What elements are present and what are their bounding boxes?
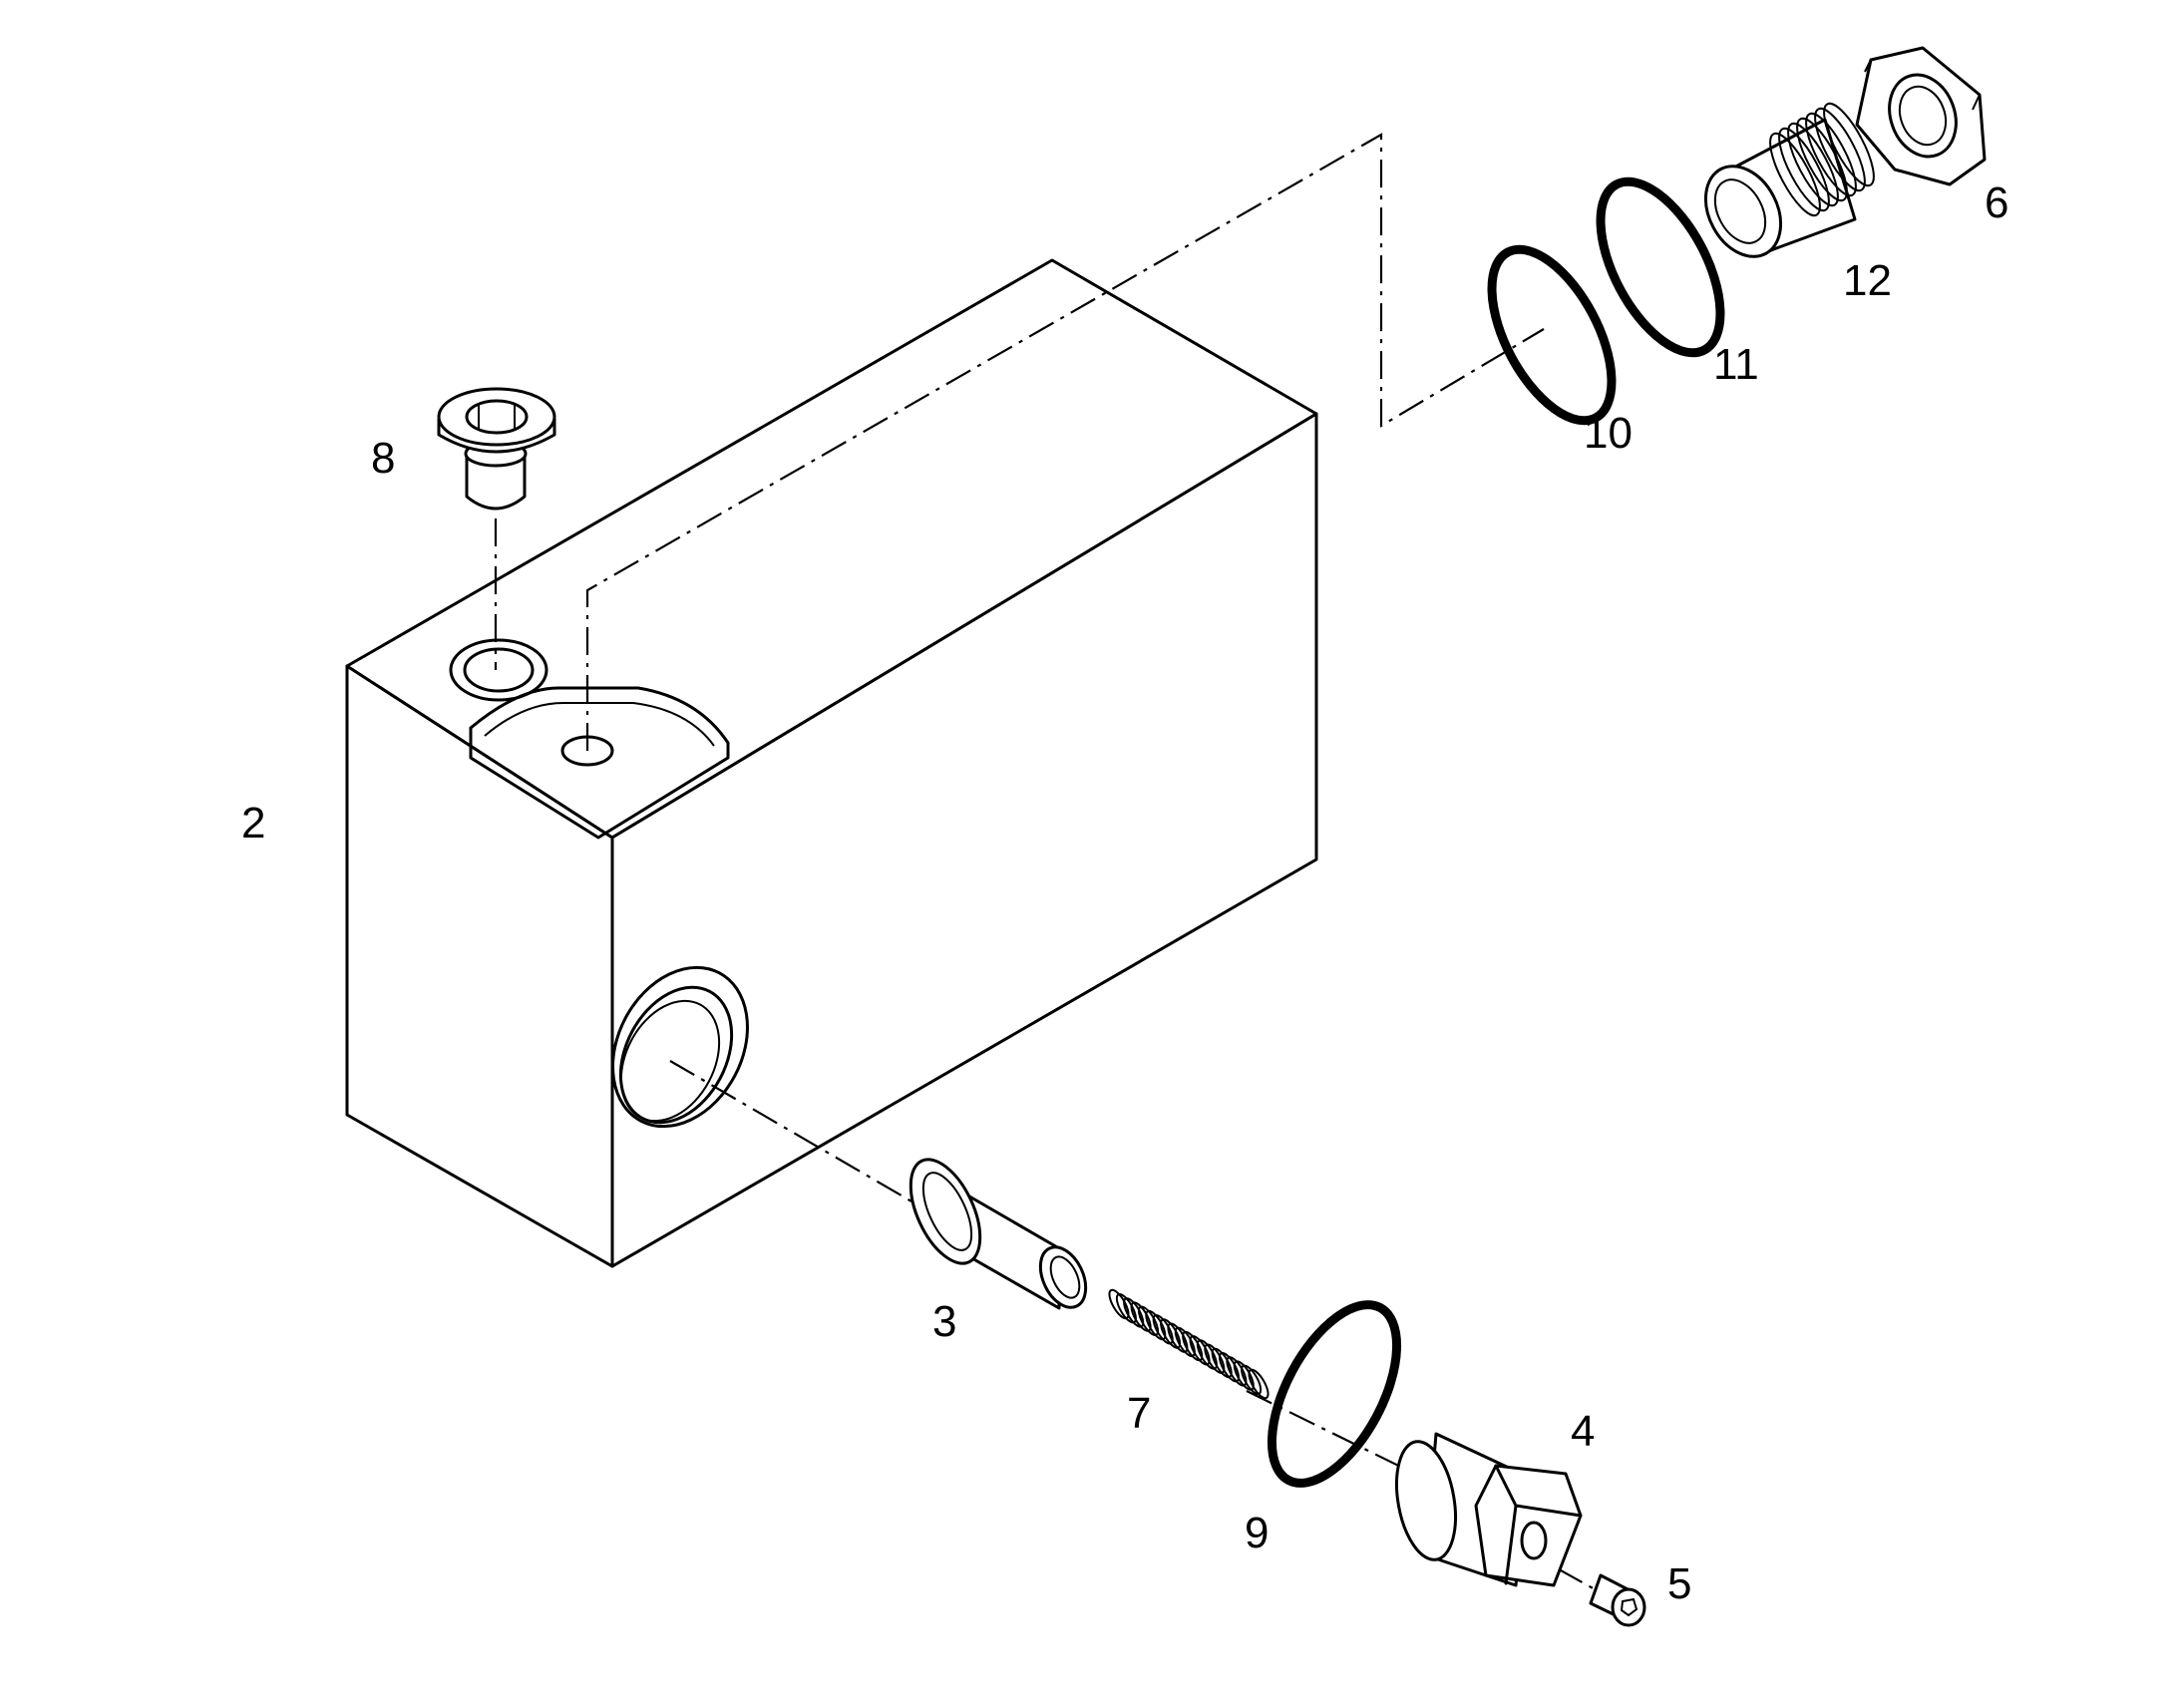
label-part-8: 8: [371, 434, 395, 483]
label-part-9: 9: [1245, 1509, 1269, 1557]
label-part-5: 5: [1667, 1559, 1691, 1608]
part-12-fitting: [1703, 102, 1875, 258]
thread-ridge: [1823, 102, 1875, 187]
label-part-2: 2: [241, 799, 265, 848]
part-10-o-ring: [1487, 244, 1617, 426]
part-labels: 2 3 4 5 6 7 8 9 10 11 12: [241, 178, 2008, 1608]
part-4-hex-plug: [1395, 1432, 1583, 1587]
part-8-plug: [437, 387, 556, 511]
label-part-12: 12: [1843, 256, 1892, 305]
thread-ridge: [1796, 117, 1848, 202]
body-front-port: [611, 965, 749, 1129]
part-6-hex-nut: [1855, 46, 1987, 186]
thread-ridge: [1805, 112, 1857, 197]
valve-body: [345, 258, 1318, 1268]
part-5-screw: [1589, 1573, 1646, 1627]
thread-ridge: [1814, 107, 1866, 192]
label-part-7: 7: [1127, 1389, 1151, 1438]
label-part-10: 10: [1584, 409, 1633, 458]
part-3-piston: [908, 1158, 1088, 1310]
thread-ridge: [1778, 127, 1830, 212]
spring-coil: [1241, 1364, 1263, 1395]
thread-ridge: [1787, 122, 1839, 207]
spring-coil: [1248, 1368, 1270, 1400]
part-9-o-ring: [1267, 1300, 1402, 1488]
part-7-spring: [1108, 1288, 1270, 1400]
part-11-o-ring: [1596, 176, 1725, 358]
label-part-3: 3: [932, 1297, 956, 1346]
label-part-6: 6: [1985, 178, 2008, 227]
thread-ridge: [1769, 132, 1821, 217]
label-part-11: 11: [1713, 340, 1759, 389]
label-part-4: 4: [1571, 1407, 1595, 1456]
